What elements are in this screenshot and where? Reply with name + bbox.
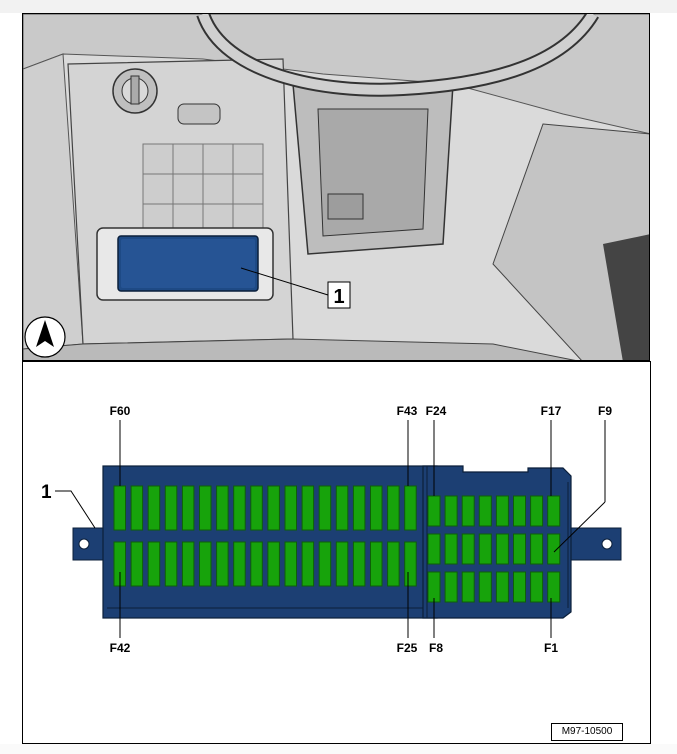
fuse-large: [233, 541, 246, 587]
fuse-small: [478, 533, 492, 565]
fuse-small: [530, 495, 544, 527]
fuse-small: [513, 495, 526, 527]
label-f17: F17: [541, 404, 562, 418]
fuse-small: [495, 495, 509, 527]
fuse-large: [250, 485, 263, 531]
fuse-small: [427, 571, 441, 603]
fuse-large: [387, 485, 400, 531]
fuse-large: [147, 541, 161, 587]
callout-leader-line: [55, 490, 96, 529]
fuse-large: [250, 541, 263, 587]
fuse-large: [164, 541, 178, 587]
fuse-large: [284, 541, 297, 587]
fuse-small: [547, 495, 561, 527]
fuse-large: [233, 485, 246, 531]
label-f9: F9: [598, 404, 612, 418]
fuse-small: [547, 571, 561, 603]
fuse-large: [370, 541, 383, 587]
fuse-large: [164, 485, 178, 531]
fuse-large: [335, 541, 349, 587]
fuse-small: [513, 571, 526, 603]
fuse-small: [495, 533, 509, 565]
fuse-large: [284, 485, 297, 531]
fuse-large: [352, 485, 366, 531]
fuse-large: [318, 541, 332, 587]
top-strip: [0, 0, 677, 13]
fuse-large: [216, 485, 229, 531]
label-f8: F8: [429, 641, 443, 655]
label-f24: F24: [426, 404, 447, 418]
fuse-large: [404, 541, 417, 587]
label-f1: F1: [544, 641, 558, 655]
fuse-large: [199, 541, 212, 587]
direction-arrow-icon: [24, 316, 66, 358]
vehicle-interior-illustration: 1: [22, 13, 650, 361]
fuse-layout-diagram: 1 F60 F43 F24 F17 F9 F42 F25 F8 F1: [22, 361, 651, 744]
fuse-large: [267, 485, 280, 531]
fuse-small: [547, 533, 561, 565]
fuse-small: [478, 571, 492, 603]
photo-callout-number: 1: [333, 286, 344, 308]
fuse-large: [301, 485, 315, 531]
fuse-small: [427, 495, 441, 527]
fuse-small: [513, 533, 526, 565]
label-f42: F42: [110, 641, 131, 655]
figure-reference-code: M97-10500: [551, 723, 623, 741]
fuse-large: [404, 485, 417, 531]
fuse-small: [530, 571, 544, 603]
fuse-large: [267, 541, 280, 587]
fuse-large: [130, 541, 144, 587]
fuse-small: [444, 533, 458, 565]
fuse-large: [147, 485, 161, 531]
fuse-large: [301, 541, 315, 587]
fuse-large: [216, 541, 229, 587]
fuse-large: [130, 485, 144, 531]
fuse-large: [181, 541, 195, 587]
fuse-small: [461, 495, 475, 527]
fuse-large: [181, 485, 195, 531]
fuse-large: [318, 485, 332, 531]
fuse-small: [530, 533, 544, 565]
fuse-small: [495, 571, 509, 603]
label-f43: F43: [397, 404, 418, 418]
fuse-large: [113, 485, 126, 531]
fuse-small: [444, 495, 458, 527]
fuse-large: [387, 541, 400, 587]
fuse-small: [427, 533, 441, 565]
fuse-large: [335, 485, 349, 531]
footer-strip: [0, 744, 677, 754]
fuse-large: [199, 485, 212, 531]
leader-f9-b: [553, 501, 606, 553]
label-f25: F25: [397, 641, 418, 655]
fuse-small: [444, 571, 458, 603]
label-f60: F60: [110, 404, 131, 418]
fuse-small: [461, 571, 475, 603]
fuse-large: [370, 485, 383, 531]
diagram-callout-number: 1: [41, 482, 52, 503]
fuse-small: [478, 495, 492, 527]
fuse-small: [461, 533, 475, 565]
fuse-large: [352, 541, 366, 587]
